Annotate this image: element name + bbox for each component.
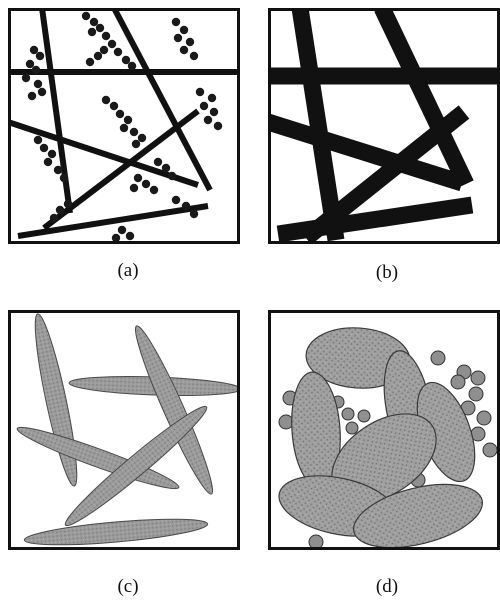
sphere bbox=[309, 535, 323, 549]
fibers-b bbox=[268, 8, 500, 240]
particle bbox=[102, 32, 110, 40]
blobs-d bbox=[273, 324, 488, 550]
caption-a: (a) bbox=[98, 260, 158, 282]
sphere bbox=[279, 415, 293, 429]
particle bbox=[124, 116, 132, 124]
panel-a bbox=[8, 8, 240, 244]
particle bbox=[34, 136, 42, 144]
particle bbox=[122, 56, 130, 64]
particle bbox=[34, 80, 42, 88]
particle bbox=[28, 92, 36, 100]
particle bbox=[32, 66, 40, 74]
caption-d: (d) bbox=[357, 576, 417, 598]
particle bbox=[172, 18, 180, 26]
particle bbox=[204, 116, 212, 124]
particle bbox=[172, 196, 180, 204]
particle bbox=[196, 88, 204, 96]
particle bbox=[86, 58, 94, 66]
sphere bbox=[451, 375, 465, 389]
particle bbox=[88, 28, 96, 36]
particle bbox=[50, 214, 58, 222]
particle bbox=[30, 46, 38, 54]
particle bbox=[116, 110, 124, 118]
particle bbox=[96, 24, 104, 32]
particle bbox=[112, 234, 120, 242]
particle bbox=[118, 226, 126, 234]
particle bbox=[108, 40, 116, 48]
particle bbox=[208, 94, 216, 102]
particle bbox=[56, 206, 64, 214]
sphere bbox=[358, 410, 370, 422]
particle bbox=[132, 140, 140, 148]
spindle bbox=[59, 399, 213, 533]
particle bbox=[90, 18, 98, 26]
particle bbox=[182, 202, 190, 210]
particle bbox=[214, 122, 222, 130]
particle bbox=[110, 102, 118, 110]
sphere bbox=[471, 371, 485, 385]
particle bbox=[174, 34, 182, 42]
sphere bbox=[477, 411, 491, 425]
sphere bbox=[469, 387, 483, 401]
particle bbox=[154, 158, 162, 166]
particle bbox=[44, 158, 52, 166]
particle bbox=[38, 88, 46, 96]
particle bbox=[64, 200, 72, 208]
particle bbox=[82, 12, 90, 20]
particle bbox=[190, 52, 198, 60]
sphere bbox=[346, 422, 358, 434]
fiber bbox=[18, 206, 208, 236]
particle bbox=[60, 174, 68, 182]
spindle bbox=[28, 312, 84, 488]
panel-d bbox=[268, 310, 500, 550]
panel-b bbox=[268, 8, 500, 244]
particle bbox=[22, 74, 30, 82]
particle bbox=[94, 52, 102, 60]
particle bbox=[150, 186, 158, 194]
particle bbox=[200, 102, 208, 110]
fiber bbox=[300, 8, 336, 240]
particle bbox=[114, 48, 122, 56]
particle bbox=[130, 184, 138, 192]
particle bbox=[134, 174, 142, 182]
particle bbox=[130, 128, 138, 136]
particle bbox=[36, 52, 44, 60]
particle bbox=[138, 134, 146, 142]
caption-b: (b) bbox=[357, 262, 417, 284]
fiber bbox=[278, 205, 472, 234]
particle bbox=[128, 62, 136, 70]
particle bbox=[100, 46, 108, 54]
particle bbox=[180, 46, 188, 54]
particle bbox=[54, 166, 62, 174]
caption-c: (c) bbox=[98, 576, 158, 598]
sphere bbox=[431, 351, 445, 365]
particle bbox=[120, 124, 128, 132]
particle bbox=[186, 38, 194, 46]
particle bbox=[190, 210, 198, 218]
sphere bbox=[483, 443, 497, 457]
particle bbox=[102, 96, 110, 104]
particle bbox=[40, 144, 48, 152]
spindle bbox=[23, 514, 208, 550]
particle bbox=[48, 150, 56, 158]
particle bbox=[210, 108, 218, 116]
panel-c bbox=[8, 310, 240, 550]
sphere bbox=[342, 408, 354, 420]
fiber bbox=[42, 8, 70, 213]
particle bbox=[142, 180, 150, 188]
spindles-c bbox=[14, 312, 240, 550]
particle bbox=[162, 164, 170, 172]
particle bbox=[126, 232, 134, 240]
particle bbox=[26, 60, 34, 68]
particle bbox=[180, 26, 188, 34]
particle bbox=[168, 172, 176, 180]
